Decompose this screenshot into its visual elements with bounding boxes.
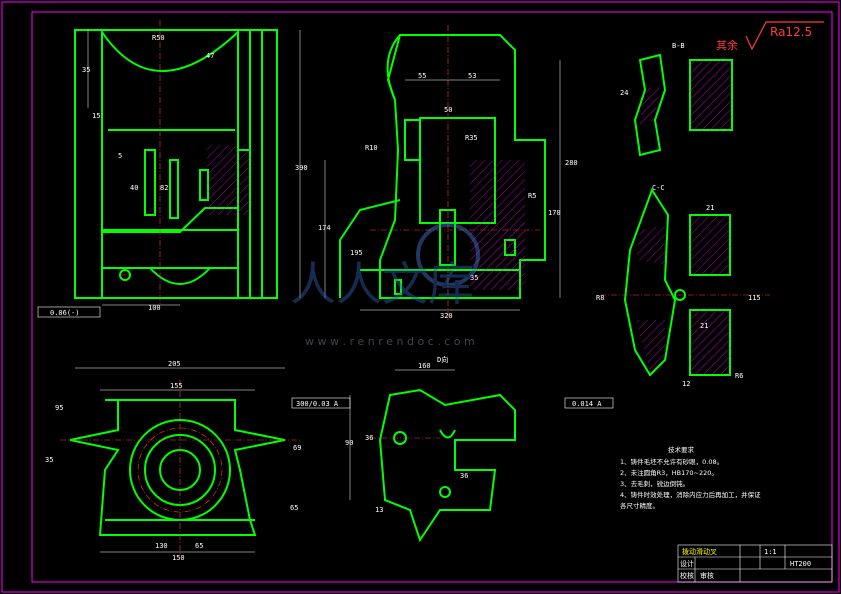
dim-r6: R6 bbox=[735, 372, 743, 380]
top-dimlines bbox=[75, 367, 285, 553]
dim-r10: R10 bbox=[365, 144, 378, 152]
dim-50: 50 bbox=[444, 106, 452, 114]
dim-35b: 35 bbox=[470, 274, 478, 282]
front-centerlines bbox=[120, 20, 161, 305]
scale: 1:1 bbox=[764, 548, 777, 556]
dim-65: 65 bbox=[290, 504, 298, 512]
note-2: 2、未注圆角R3，HB170~220。 bbox=[620, 468, 718, 477]
dim-36b: 36 bbox=[365, 434, 373, 442]
watermark-logo: 人人文库 w w w . r e n r e n d o c . c o m bbox=[290, 223, 480, 348]
note-4: 4、铸件时效处理，消除内应力后再加工，并保证 bbox=[620, 490, 761, 499]
front-dimlines bbox=[87, 30, 301, 306]
dim-15: 15 bbox=[92, 112, 100, 120]
roughness-prefix: 其余 bbox=[716, 38, 738, 52]
roughness-symbol bbox=[745, 21, 824, 51]
top-centerlines bbox=[60, 380, 300, 555]
dim-21b: 21 bbox=[700, 322, 708, 330]
watermark-text: 人人文库 bbox=[290, 257, 474, 311]
dim-5: 5 bbox=[118, 152, 122, 160]
dim-21: 21 bbox=[706, 204, 714, 212]
d-view bbox=[378, 388, 516, 543]
bb-hatch bbox=[690, 60, 732, 130]
dim-47: 47 bbox=[206, 52, 214, 60]
dim-r5: R5 bbox=[528, 192, 536, 200]
dim-170: 170 bbox=[548, 209, 561, 217]
dim-174: 174 bbox=[318, 224, 331, 232]
notes-title: 技术要求 bbox=[668, 445, 695, 454]
d-dimlines bbox=[349, 369, 455, 500]
front-hatch bbox=[207, 145, 250, 215]
tolerance-frame-1 bbox=[37, 306, 101, 318]
dim-390: 390 bbox=[295, 164, 308, 172]
dim-95: 95 bbox=[55, 404, 63, 412]
dim-82: 82 bbox=[160, 184, 168, 192]
dim-100: 100 bbox=[148, 304, 161, 312]
dim-13: 13 bbox=[375, 506, 383, 514]
title-block bbox=[677, 544, 833, 583]
tolerance-2: 300/0.03 A bbox=[296, 400, 339, 408]
dim-69: 69 bbox=[293, 444, 301, 452]
dim-205: 205 bbox=[168, 360, 181, 368]
tb-cell-3: 审核 bbox=[700, 571, 714, 580]
side-hatch bbox=[470, 160, 525, 290]
tolerance-1: 0.06(-) bbox=[50, 309, 80, 317]
dim-35c: 35 bbox=[45, 456, 53, 464]
section-cc-label: C-C bbox=[652, 184, 665, 192]
dim-280: 280 bbox=[565, 159, 578, 167]
dim-320: 320 bbox=[440, 312, 453, 320]
section-bb-label: B-B bbox=[672, 42, 685, 50]
dim-130: 130 bbox=[155, 542, 168, 550]
cc-hatch-4 bbox=[636, 225, 665, 265]
bb-hatch-2 bbox=[640, 85, 660, 125]
cc-hatch-1 bbox=[690, 215, 730, 275]
dim-90: 90 bbox=[345, 439, 353, 447]
dim-115: 115 bbox=[748, 294, 761, 302]
top-view bbox=[69, 399, 286, 536]
dim-12: 12 bbox=[682, 380, 690, 388]
tolerance-3: 0.014 A bbox=[572, 400, 602, 408]
dim-40: 40 bbox=[130, 184, 138, 192]
inner-border bbox=[31, 11, 833, 583]
dim-r8: R8 bbox=[596, 294, 604, 302]
dim-53: 53 bbox=[468, 72, 476, 80]
dim-36: 36 bbox=[460, 472, 468, 480]
section-d-label: D向 bbox=[437, 355, 448, 364]
dim-155: 155 bbox=[170, 382, 183, 390]
watermark-url: w w w . r e n r e n d o c . c o m bbox=[305, 335, 475, 348]
side-dimlines bbox=[324, 60, 561, 311]
dim-195: 195 bbox=[350, 249, 363, 257]
dim-24: 24 bbox=[620, 89, 628, 97]
side-centerlines bbox=[370, 25, 540, 320]
dim-65b: 65 bbox=[195, 542, 203, 550]
dim-160: 160 bbox=[418, 362, 431, 370]
tb-cell-1: 设计 bbox=[680, 559, 694, 568]
tb-cell-2: 校核 bbox=[680, 571, 694, 580]
part-name: 拨动滑动叉 bbox=[682, 547, 717, 556]
note-5: 各尺寸精度。 bbox=[620, 501, 659, 510]
cc-hatch-2 bbox=[690, 310, 730, 375]
note-3: 3、去毛刺，锐边倒钝。 bbox=[620, 479, 689, 488]
tolerance-frame-3 bbox=[564, 397, 614, 409]
material: HT200 bbox=[790, 560, 811, 568]
cc-hatch-3 bbox=[636, 320, 665, 372]
dim-35: 35 bbox=[82, 66, 90, 74]
technical-notes: 技术要求 1、铸件毛坯不允许有砂眼，0.08。 2、未注圆角R3，HB170~2… bbox=[620, 445, 761, 510]
roughness-value: Ra12.5 bbox=[770, 25, 812, 39]
dim-150: 150 bbox=[172, 554, 185, 562]
note-1: 1、铸件毛坯不允许有砂眼，0.08。 bbox=[620, 457, 723, 466]
dim-55: 55 bbox=[418, 72, 426, 80]
dim-r35: R35 bbox=[465, 134, 478, 142]
dim-r50: R50 bbox=[152, 34, 165, 42]
